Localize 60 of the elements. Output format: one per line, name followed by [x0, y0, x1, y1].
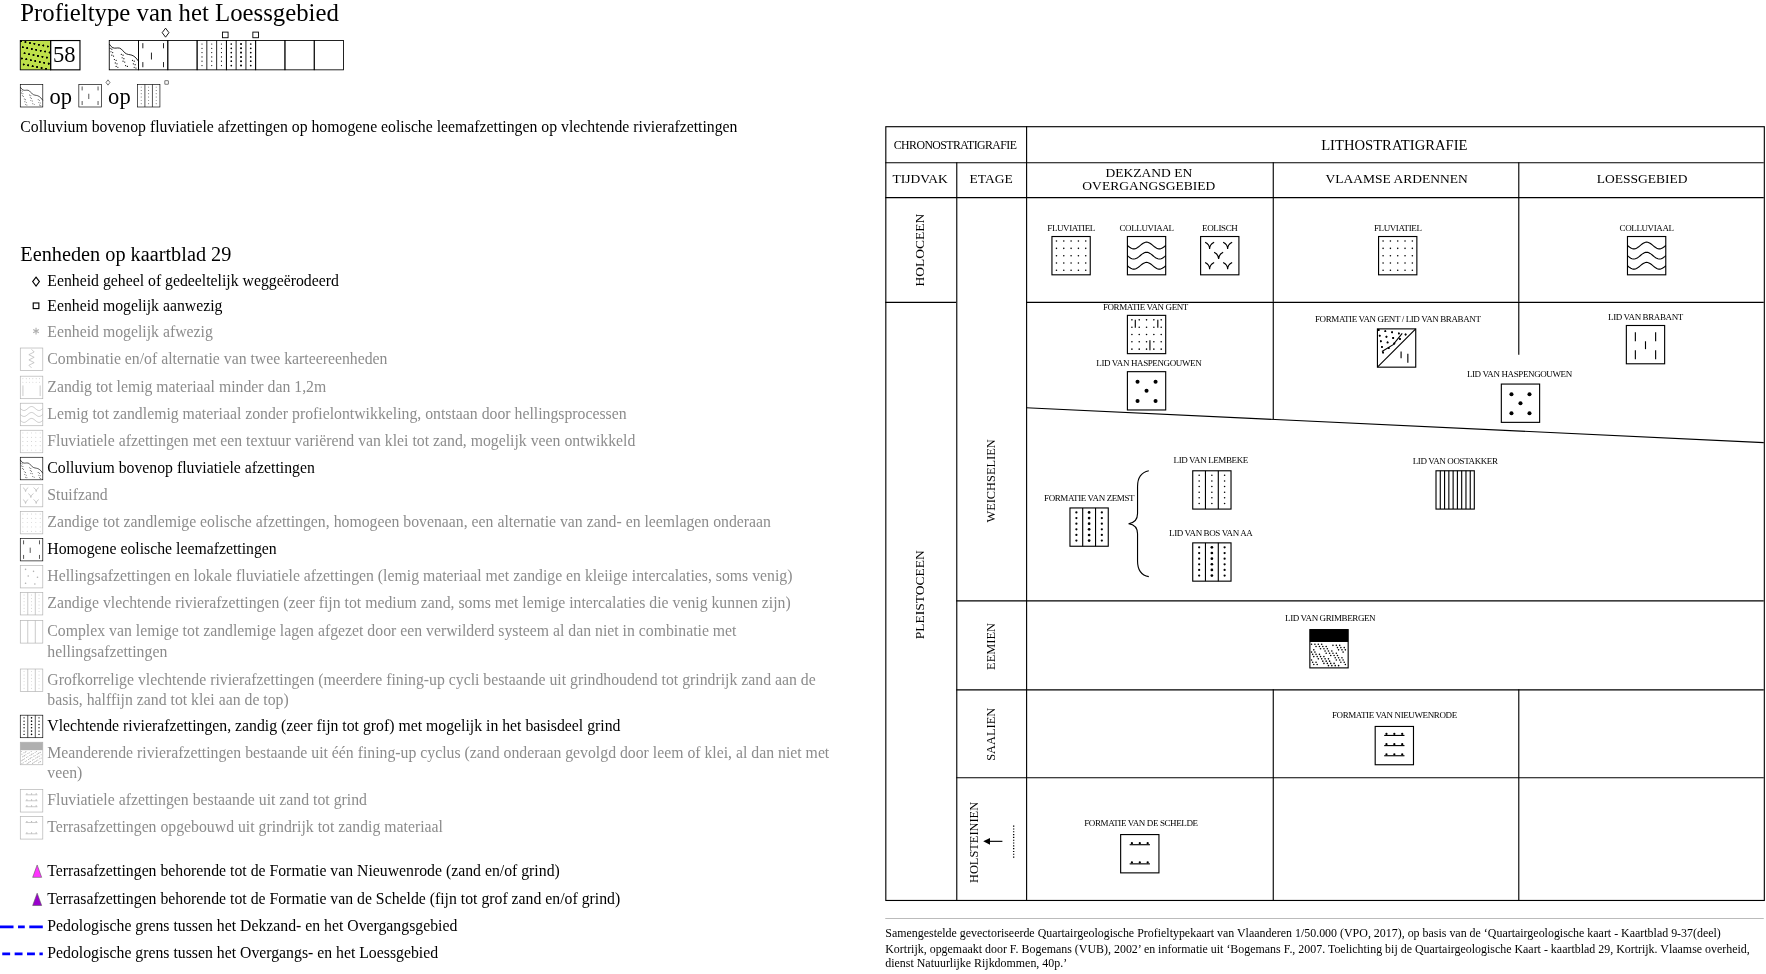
- unit-label: FLUVIATIEL: [1373, 223, 1422, 234]
- caption: Samengestelde gevectoriseerde Quartairgeologische Profieltypekaart van Vlaanderen 1/50.000 (VPO, 2017), op basis van de ‘Quartairgeologische kaart - Kaartblad 9-37(deel) Kortrijk, opgemaakt door F. Bogemans (VUB), 2002’ en informatie uit ‘Bogemans F., 2007. Toelichting bij de Quartairgeologische Kaart - kaartblad 29, Kortrijk. Vlaamse overheid, dienst Natuurlijke Rijkdommen, 40p.’: [885, 925, 1751, 972]
- legend-text: Zandige tot zandlemige eolische afzettingen, homogeen bovenaan, een alternatie van zand- en leemlagen onderaan: [47, 512, 772, 533]
- unit-label: FLUVIATIEL: [1047, 223, 1095, 234]
- map-unit-number: 58: [52, 42, 76, 67]
- legend-text: Combinatie en/of alternatie van twee karteereenheden: [47, 349, 389, 370]
- unit-label: LID VAN GRIMBERGEN: [1285, 614, 1376, 625]
- unit-label: LID VAN HASPENGOUWEN: [1466, 370, 1572, 380]
- legend-text: Grofkorrelige vlechtende rivierafzettingen (meerdere fining-up cycli bestaande uit grindhoudend tot grindrijk zand aan de basis, halffijn zand tot klei aan de top): [47, 670, 817, 711]
- legend-text: Pedologische grens tussen het Dekzand- en het Overgangsgebied: [47, 916, 459, 937]
- stage-label: WEICHSELIEN: [984, 439, 998, 523]
- connector-word: op: [108, 84, 131, 109]
- legend-text: Eenheid mogelijk afwezig: [47, 322, 214, 343]
- legend-text: Complex van lemige tot zandlemige lagen afgezet door een verwilderd systeem al dan niet in combinatie met hellingsafzettingen: [47, 621, 738, 663]
- unit-label: LID VAN BRABANT: [1608, 312, 1683, 323]
- legend-text: Colluvium bovenop fluviatiele afzettingen: [47, 458, 316, 479]
- unit-label: LID VAN HASPENGOUWEN: [1096, 359, 1202, 369]
- legend-text: Stuifzand: [47, 485, 109, 506]
- column-header: TIJDVAK: [892, 172, 948, 187]
- legend-text: Meanderende rivierafzettingen bestaande uit één fining-up cyclus (zand onderaan gevolgd door leem of klei, al dan niet met veen): [47, 743, 831, 784]
- column-header: LITHOSTRATIGRAFIE: [1321, 137, 1468, 153]
- unit-label: FORMATIE VAN ZEMST: [1044, 494, 1135, 504]
- legend-text: Pedologische grens tussen het Overgangs- en het Loessgebied: [47, 943, 440, 964]
- legend-text: Terrasafzettingen opgebouwd uit grindrijk tot zandig materiaal: [47, 817, 444, 838]
- connector-word: op: [49, 84, 73, 109]
- unit-label: COLLUVIAAL: [1619, 223, 1674, 234]
- legend-text: Terrasafzettingen behorende tot de Formatie van Nieuwenrode (zand en/of grind): [47, 861, 561, 882]
- legend-text: Vlechtende rivierafzettingen, zandig (zeer fijn tot grof) met mogelijk in het basisdeel grind: [47, 716, 622, 737]
- legend-text: Homogene eolische leemafzettingen: [47, 539, 278, 560]
- unit-label: FORMATIE VAN GENT: [1102, 302, 1188, 313]
- unit-label: LID VAN OOSTAKKER: [1412, 457, 1498, 467]
- legend-text: Eenheid geheel of gedeeltelijk weggeërodeerd: [47, 271, 340, 292]
- column-header: LOESSGEBIED: [1596, 172, 1688, 187]
- column-header: CHRONOSTRATIGRAFIE: [893, 139, 1017, 152]
- legend-text: Hellingsafzettingen en lokale fluviatiele afzettingen (lemig materiaal met zandige en kleiige intercalaties, soms venig): [47, 566, 794, 587]
- unit-label: EOLISCH: [1202, 223, 1238, 234]
- legend-text: Lemig tot zandlemig materiaal zonder profielontwikkeling, ontstaan door hellingsprocessen: [47, 404, 628, 425]
- column-header: ETAGE: [969, 172, 1013, 187]
- legend-text: Zandige vlechtende rivierafzettingen (zeer fijn tot medium zand, soms met lemige intercalaties die venig kunnen zijn): [47, 593, 792, 614]
- page-title: Profieltype van het Loessgebied: [20, 0, 339, 26]
- unit-label: FORMATIE VAN NIEUWENRODE: [1331, 711, 1457, 722]
- unit-label: LID VAN BOS VAN AA: [1169, 529, 1253, 539]
- epoch-label: PLEISTOCEEN: [913, 550, 928, 640]
- legend-text: Eenheid mogelijk aanwezig: [47, 296, 224, 317]
- unit-label: FORMATIE VAN DE SCHELDE: [1084, 819, 1198, 830]
- stage-label: HOLSTEINIEN: [967, 801, 981, 884]
- legend-text: Fluviatiele afzettingen met een textuur variërend van klei tot zand, mogelijk veen ontwikkeld: [47, 431, 637, 452]
- stage-label: EEMIEN: [984, 623, 998, 670]
- profile-description: Colluvium bovenop fluviatiele afzettingen op homogene eolische leemafzettingen op vlechtende rivierafzettingen: [20, 119, 738, 137]
- section-heading: Eenheden op kaartblad 29: [20, 244, 232, 266]
- column-header: VLAAMSE ARDENNEN: [1325, 172, 1468, 187]
- legend-text: Terrasafzettingen behorende tot de Formatie van de Schelde (fijn tot grof zand en/of grind): [47, 889, 622, 910]
- unit-label: FORMATIE VAN GENT / LID VAN BRABANT: [1314, 315, 1481, 325]
- unit-label: COLLUVIAAL: [1119, 223, 1174, 234]
- column-header: DEKZAND EN OVERGANGSGEBIED: [1081, 165, 1217, 193]
- stage-label: SAALIEN: [984, 707, 998, 761]
- legend-text: Fluviatiele afzettingen bestaande uit zand tot grind: [47, 790, 368, 811]
- legend-text: Zandig tot lemig materiaal minder dan 1,2m: [47, 377, 328, 398]
- epoch-label: HOLOCEEN: [913, 213, 928, 287]
- unit-label: LID VAN LEMBEKE: [1173, 455, 1248, 466]
